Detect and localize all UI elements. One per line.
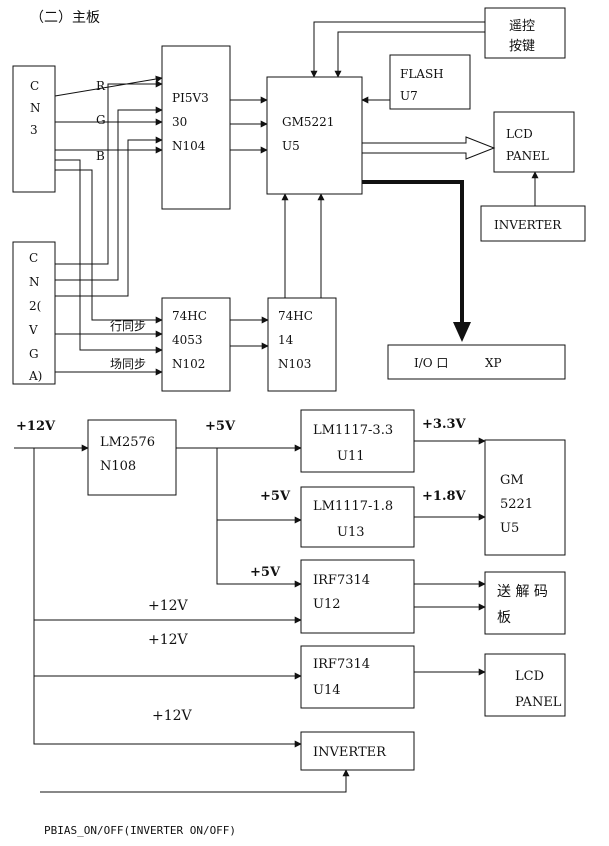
hc14-label-3: N103 (278, 357, 311, 371)
wire-5v-irf-u12 (216, 520, 302, 588)
decoder-label-2: 板 (497, 610, 511, 626)
bus-gm-io (362, 180, 464, 327)
pi5v330-box (161, 45, 231, 210)
v5-label: +5V (205, 419, 236, 434)
xp-label: XP (485, 356, 502, 370)
lcd-panel-box-top (493, 111, 575, 173)
lcd-top-label-1: LCD (506, 127, 533, 141)
io-port-label: I/O 口 (414, 356, 448, 370)
irf7314-u14-label-2: U14 (313, 683, 341, 698)
lm1117-33-label-1: LM1117-3.3 (313, 423, 393, 438)
wire-cn2-r (55, 80, 163, 265)
gm5221-power-label-2: 5221 (500, 497, 533, 512)
v33-label: +3.3V (422, 417, 467, 432)
inverter-box-power (300, 731, 415, 771)
inverter-power-label: INVERTER (313, 745, 387, 760)
lcd-top-label-2: PANEL (506, 149, 549, 163)
cn2-label-5: G (29, 347, 39, 361)
wire-12v-trunk-inverter (33, 448, 302, 748)
lm2576-box (87, 419, 177, 496)
irf7314-u12-label-2: U12 (313, 597, 341, 612)
signal-r: R (96, 79, 106, 93)
bus-gm-io-head (453, 322, 471, 342)
decoder-box (484, 571, 566, 635)
lm1117-18-label-2: U13 (337, 525, 365, 540)
pbias-label: PBIAS_ON/OFF(INVERTER ON/OFF) (44, 824, 236, 837)
irf7314-u12-box (300, 559, 415, 634)
lm2576-label-2: N108 (100, 459, 136, 474)
pi5v330-label-3: N104 (172, 139, 206, 153)
cn2-label-2: N (29, 275, 40, 289)
cn2-label-3: 2( (29, 299, 41, 313)
hc4053-label-1: 74HC (172, 309, 207, 323)
wire-cn2-g (55, 106, 163, 281)
lcd-panel-box-power (484, 653, 566, 717)
cn2-label-4: V (28, 323, 38, 337)
cn2-label-1: C (29, 251, 38, 265)
remote-keys-label-1: 遥控 (509, 19, 535, 34)
gm5221-label-2: U5 (282, 139, 300, 153)
cn3-label-3: 3 (30, 123, 38, 137)
gm5221-power-box (484, 439, 566, 556)
v12b-label: +12V (148, 632, 189, 648)
hc4053-label-3: N102 (172, 357, 205, 371)
lm2576-label-1: LM2576 (100, 435, 155, 450)
decoder-label-1: 送 解 码 (497, 584, 548, 600)
gm5221-power-label-1: GM (500, 473, 524, 488)
gm5221-power-label-3: U5 (500, 521, 519, 536)
hc4053-box (161, 297, 231, 392)
v5b-label: +5V (260, 489, 291, 504)
v18-label: +1.8V (422, 489, 467, 504)
lm1117-18-label-1: LM1117-1.8 (313, 499, 393, 514)
bus-gm-lcd (362, 136, 496, 160)
signal-b: B (96, 149, 105, 163)
hc14-label-2: 14 (278, 333, 294, 347)
io-port-box (387, 344, 566, 380)
remote-keys-box (484, 7, 566, 59)
v12c-label: +12V (152, 708, 193, 724)
pi5v330-label-1: PI5V3 (172, 91, 209, 105)
hc4053-label-2: 4053 (172, 333, 203, 347)
wire-keys-1 (310, 21, 485, 78)
flash-label-2: U7 (400, 89, 418, 103)
wire-keys-2 (334, 31, 485, 78)
wire-cn3-sync2 (55, 169, 163, 324)
irf7314-u14-label-1: IRF7314 (313, 657, 370, 672)
gm5221-label-1: GM5221 (282, 115, 334, 129)
hsync-label: 行同步 (110, 319, 146, 333)
vsync-label: 场同步 (110, 357, 146, 371)
cn3-label-1: C (30, 79, 39, 93)
lm1117-33-label-2: U11 (337, 449, 365, 464)
hc14-label-1: 74HC (278, 309, 313, 323)
gm5221-box (266, 76, 363, 195)
pi5v330-label-2: 30 (172, 115, 187, 129)
wire-5v-lm1117-18 (216, 448, 302, 524)
cn2-box (12, 241, 56, 385)
section-title: （二）主板 (30, 10, 100, 26)
irf7314-u14-box (300, 645, 415, 709)
signal-g: G (96, 113, 106, 127)
cn3-label-2: N (30, 101, 41, 115)
v12-in-label: +12V (16, 419, 56, 434)
lcd-power-label-1: LCD (515, 669, 544, 684)
irf7314-u12-label-1: IRF7314 (313, 573, 370, 588)
lcd-power-label-2: PANEL (515, 695, 562, 710)
inverter-top-label: INVERTER (494, 218, 562, 232)
v5c-label: +5V (250, 565, 281, 580)
wire-pbias (40, 769, 350, 793)
flash-label-1: FLASH (400, 67, 444, 81)
v12a-label: +12V (148, 598, 189, 614)
cn3-box (12, 65, 56, 193)
cn2-label-6: A) (28, 369, 42, 383)
inverter-box-top (480, 205, 586, 242)
wire-cn3-sync1 (55, 159, 163, 354)
flash-box (389, 54, 471, 110)
remote-keys-label-2: 按键 (509, 39, 535, 54)
